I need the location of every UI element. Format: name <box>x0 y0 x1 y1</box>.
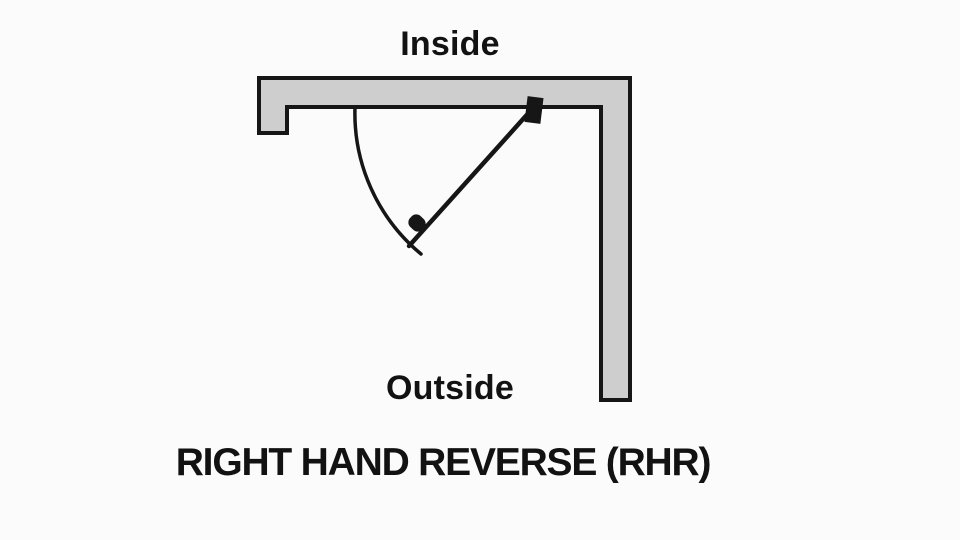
hinge-icon <box>524 96 544 124</box>
door-swing-arc <box>353 105 423 256</box>
wall-outline <box>257 76 632 402</box>
door-knob-icon <box>408 214 426 232</box>
door-leaf <box>406 105 536 249</box>
outside-label: Outside <box>386 369 514 407</box>
diagram-title: RIGHT HAND REVERSE (RHR) <box>175 441 712 484</box>
inside-label: Inside <box>400 25 500 63</box>
